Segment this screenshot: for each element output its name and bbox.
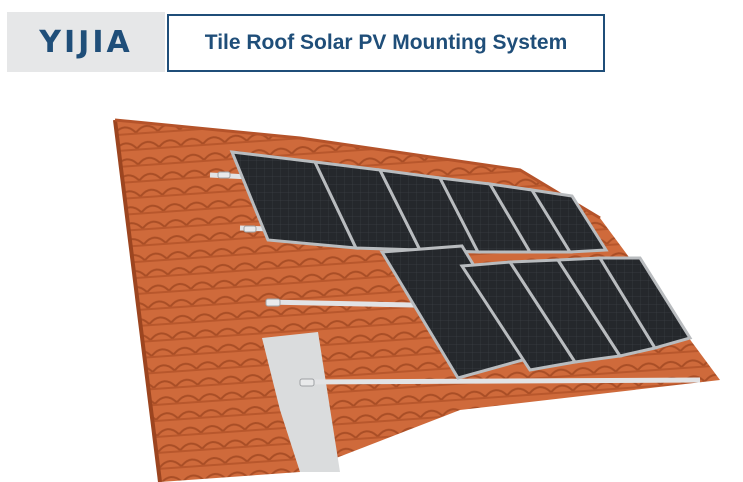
roof-edge: [113, 119, 162, 482]
lower-panel-row: [379, 244, 693, 380]
brand-logo-text: YIJIA: [39, 24, 133, 60]
upper-panel-row: [229, 150, 609, 254]
tile-hooks: [217, 171, 315, 387]
solar-panel: [529, 188, 609, 254]
solar-roof-illustration: [113, 118, 720, 482]
page-title-box: Tile Roof Solar PV Mounting System: [167, 14, 605, 72]
exposed-roof-area: [262, 332, 340, 472]
page-title: Tile Roof Solar PV Mounting System: [204, 31, 568, 54]
solar-panel: [597, 256, 693, 350]
brand-logo-box: YIJIA: [7, 12, 165, 72]
